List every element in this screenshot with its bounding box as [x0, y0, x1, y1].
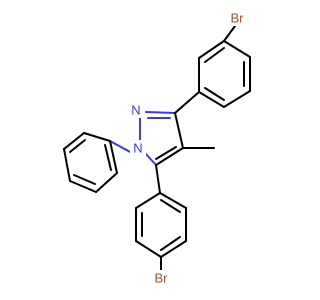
atom-br-top: Br	[231, 11, 245, 26]
ring-top-bond-5	[223, 90, 251, 108]
bond-c5-ring-bottom	[155, 164, 161, 194]
label-bg-br-top	[226, 10, 248, 26]
ring-bottom-bond-1	[135, 192, 161, 209]
bond-c4-c5-double	[155, 146, 177, 160]
phenyl-bond-3	[63, 148, 71, 182]
label-bg-n-lower	[130, 140, 146, 156]
phenyl-bond-4	[69, 180, 97, 193]
ring-top-bond-2-double	[204, 47, 225, 63]
label-bg-n-upper	[128, 102, 144, 118]
atom-n-upper: N	[131, 103, 140, 118]
atom-br-bottom: Br	[155, 271, 169, 286]
bond-br-top	[223, 25, 236, 42]
phenyl-bond-6-double	[104, 144, 112, 171]
phenyl-bond-1	[83, 132, 111, 142]
label-bg-br-bottom	[150, 270, 172, 286]
atom-n-lower: N	[133, 141, 142, 156]
phenyl-bond-5	[95, 172, 118, 193]
molecule-structure: N N Br Br	[63, 10, 251, 286]
bond-n1-c3	[145, 111, 176, 114]
phenyl-bond-2	[63, 132, 85, 150]
bond-c5-n2	[144, 152, 157, 166]
pyrazole-ring	[139, 111, 184, 166]
bond-c3-c4	[174, 112, 184, 149]
phenyl-bond-2-double	[69, 139, 86, 153]
ring-top-bond-6-double	[204, 87, 225, 101]
ring-bottom-bond-6	[159, 192, 187, 209]
bromophenyl-ring-top	[174, 25, 251, 114]
phenyl-bond-4-double	[73, 174, 96, 185]
ring-bottom-bond-6-double	[160, 199, 181, 213]
ring-top-bond-3	[223, 40, 251, 58]
bond-c4-c5	[155, 147, 184, 166]
bromophenyl-ring-bottom	[135, 164, 187, 273]
phenyl-bond-6	[109, 140, 118, 174]
ring-top-bond-2	[198, 40, 225, 59]
bond-n2-phenyl	[109, 140, 133, 154]
bond-c3-ring-top	[174, 91, 200, 114]
ring-bottom-bond-4-double	[160, 236, 181, 251]
ring-top-bond-6	[198, 91, 225, 108]
ring-bottom-bond-4	[160, 240, 187, 258]
ring-bottom-bond-3	[135, 240, 162, 258]
phenyl-ring	[63, 132, 133, 193]
